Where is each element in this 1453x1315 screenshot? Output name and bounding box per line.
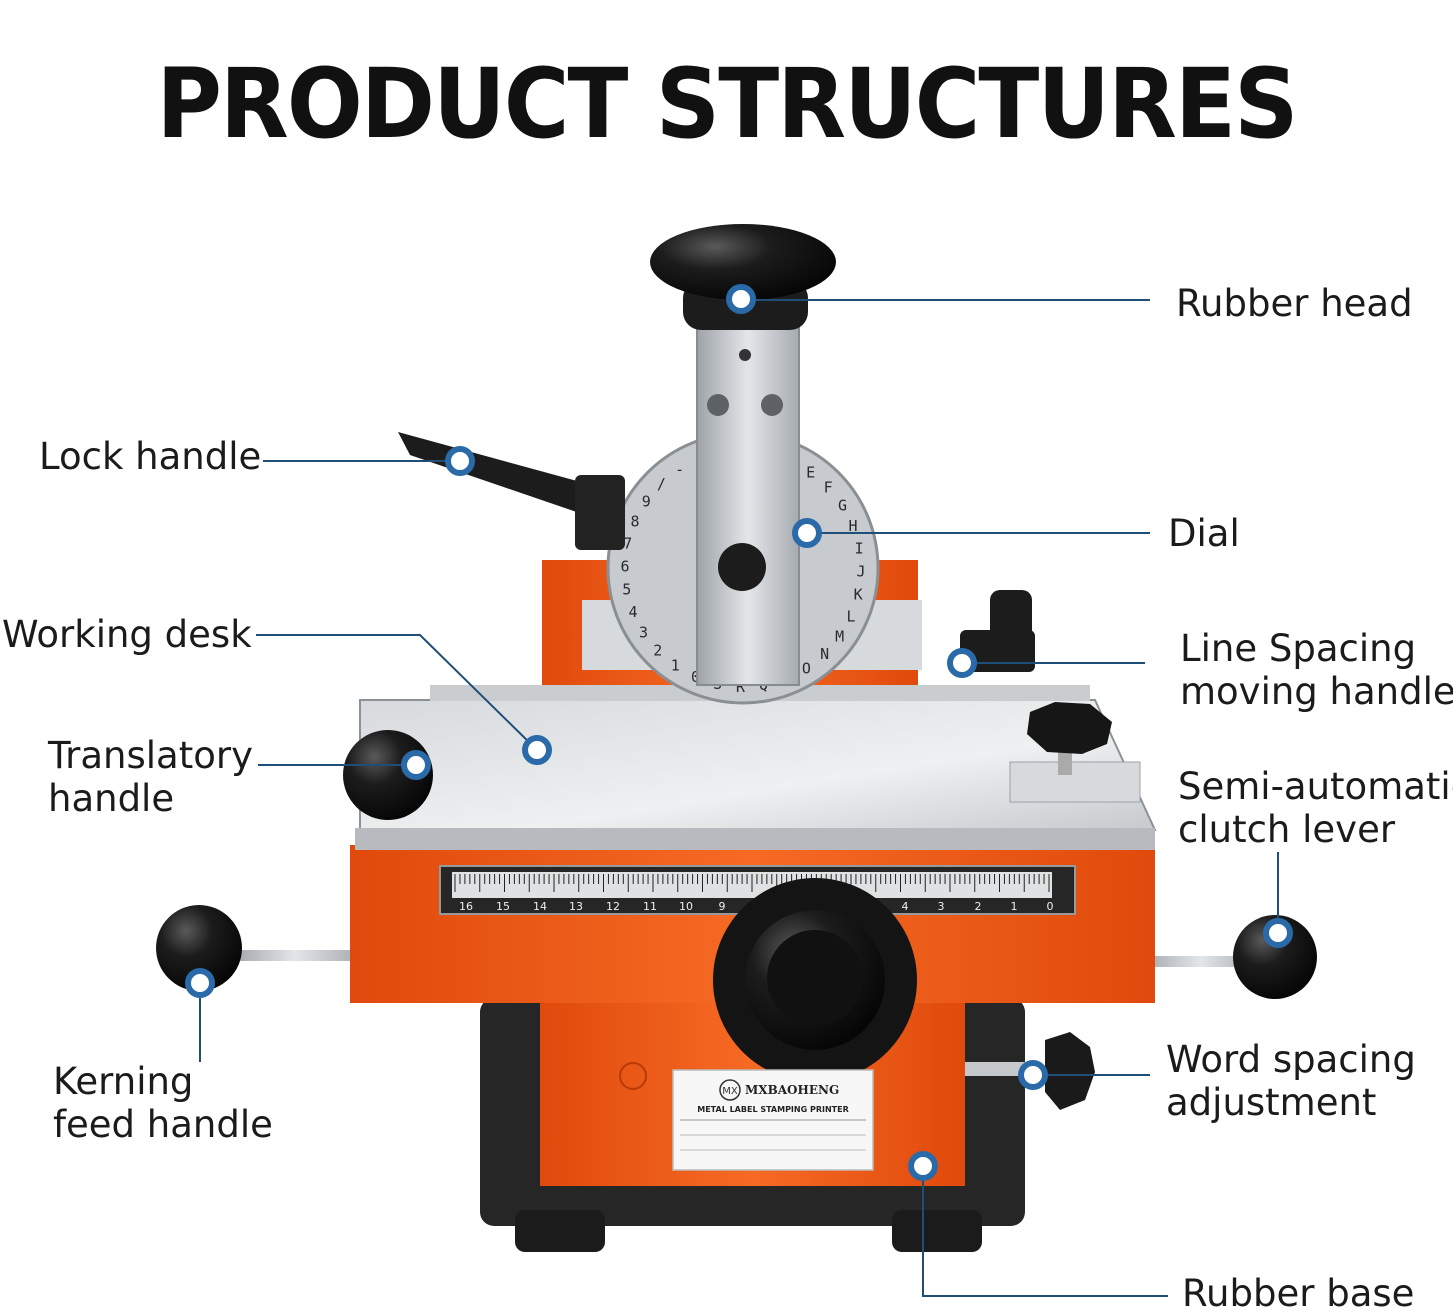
dial-character: G <box>838 497 847 515</box>
ruler-number: 14 <box>533 900 547 913</box>
dial-character: 2 <box>653 642 662 660</box>
column-bolt <box>739 349 751 361</box>
ruler-number: 15 <box>496 900 510 913</box>
column-bolt <box>761 394 783 416</box>
marker-dial <box>792 518 822 548</box>
dial-character: 5 <box>622 581 631 599</box>
marker-rubber-head <box>726 284 756 314</box>
nameplate-brand: MXBAOHENG <box>745 1083 839 1097</box>
dial-character: 1 <box>671 657 680 675</box>
dial-character: I <box>855 540 864 558</box>
dial-character: - <box>675 461 684 479</box>
marker-semi-auto <box>1263 918 1293 948</box>
label-line-spacing: Line Spacing moving handle <box>1180 627 1453 713</box>
label-working-desk: Working desk <box>2 613 252 656</box>
label-kerning-1: Kerning <box>53 1060 194 1103</box>
lock-handle-base <box>575 475 625 550</box>
markers <box>185 284 1293 1181</box>
dial-character: 3 <box>639 623 648 641</box>
column-bolt <box>707 394 729 416</box>
desk-edge <box>355 828 1155 850</box>
label-semi-auto-2: clutch lever <box>1178 808 1396 851</box>
ruler-number: 11 <box>643 900 657 913</box>
marker-rubber-base <box>908 1151 938 1181</box>
page-title: PRODUCT STRUCTURES <box>156 48 1298 160</box>
dial-character: M <box>835 628 844 646</box>
marker-working-desk <box>522 735 552 765</box>
press-column <box>696 324 800 686</box>
clutch-plate <box>1009 761 1141 803</box>
dial-character: 9 <box>642 492 651 510</box>
clutch-knob <box>1027 702 1112 754</box>
dial-character: N <box>820 645 829 663</box>
label-semi-auto-1: Semi-automatic <box>1178 765 1453 808</box>
left-rod <box>230 950 360 961</box>
marker-word-spacing <box>1018 1060 1048 1090</box>
label-word-spacing-1: Word spacing <box>1166 1038 1416 1081</box>
label-lock-handle: Lock handle <box>39 435 262 478</box>
marker-kerning <box>185 968 215 998</box>
ruler-number: 16 <box>459 900 473 913</box>
label-line-spacing-2: moving handle <box>1180 670 1453 713</box>
nameplate-logo <box>719 1079 741 1101</box>
dial-character: K <box>854 586 863 604</box>
leader-working-desk <box>256 634 538 751</box>
dial-character: E <box>806 463 815 481</box>
label-translatory-1: Translatory <box>48 734 253 777</box>
dial-character: 0 <box>691 668 700 686</box>
dial-character: O <box>802 660 811 678</box>
leader-rubber-base <box>922 1166 1168 1297</box>
dial-character: 6 <box>620 557 629 575</box>
spring <box>965 1062 1025 1076</box>
kerning-handle-ball <box>156 905 242 991</box>
nameplate-product: METAL LABEL STAMPING PRINTER <box>697 1105 848 1114</box>
label-semi-auto: Semi-automatic clutch lever <box>1178 765 1453 851</box>
leader-lines <box>199 299 1279 1297</box>
feed-knob-cap <box>767 930 863 1026</box>
ruler-number: 3 <box>938 900 945 913</box>
label-translatory: Translatory handle <box>48 734 253 820</box>
marker-line-spacing <box>947 648 977 678</box>
dial-axle <box>718 543 766 591</box>
ruler-number: 12 <box>606 900 620 913</box>
label-dial: Dial <box>1168 512 1240 555</box>
body-hole <box>619 1062 647 1090</box>
base-foot-right <box>892 1210 982 1252</box>
label-line-spacing-1: Line Spacing <box>1180 627 1417 670</box>
ruler-number: 1 <box>1011 900 1018 913</box>
clutch-lever-ball <box>1233 915 1317 999</box>
dial-character: J <box>856 563 865 581</box>
label-translatory-2: handle <box>48 777 175 820</box>
label-word-spacing: Word spacing adjustment <box>1166 1038 1416 1124</box>
dial-character: 7 <box>623 535 632 553</box>
rubber-head-cap <box>650 224 836 300</box>
base-foot-left <box>515 1210 605 1252</box>
nameplate-logo-text: MX <box>722 1086 738 1097</box>
dial-character: 4 <box>628 603 637 621</box>
dial-character: R <box>736 678 746 696</box>
label-rubber-head: Rubber head <box>1176 282 1413 325</box>
line-spacing-handle-grip <box>990 590 1032 650</box>
right-rod <box>1140 956 1260 967</box>
ruler-number: 4 <box>902 900 909 913</box>
dial-character: / <box>657 475 666 493</box>
marker-translatory <box>401 750 431 780</box>
word-spacing-knob <box>1045 1032 1095 1110</box>
ruler-number: 2 <box>975 900 982 913</box>
dial-character: 8 <box>630 513 639 531</box>
label-word-spacing-2: adjustment <box>1166 1081 1377 1124</box>
dial-character: F <box>824 478 833 496</box>
label-kerning: Kerning feed handle <box>53 1060 273 1146</box>
dial-character: H <box>848 517 857 535</box>
ruler-number: 0 <box>1047 900 1054 913</box>
ruler-number: 9 <box>719 900 726 913</box>
label-kerning-2: feed handle <box>53 1103 273 1146</box>
label-rubber-base: Rubber base <box>1182 1272 1415 1315</box>
ruler-number: 10 <box>679 900 693 913</box>
ruler-number: 13 <box>569 900 583 913</box>
marker-lock-handle <box>445 446 475 476</box>
dial-character: L <box>846 608 855 626</box>
